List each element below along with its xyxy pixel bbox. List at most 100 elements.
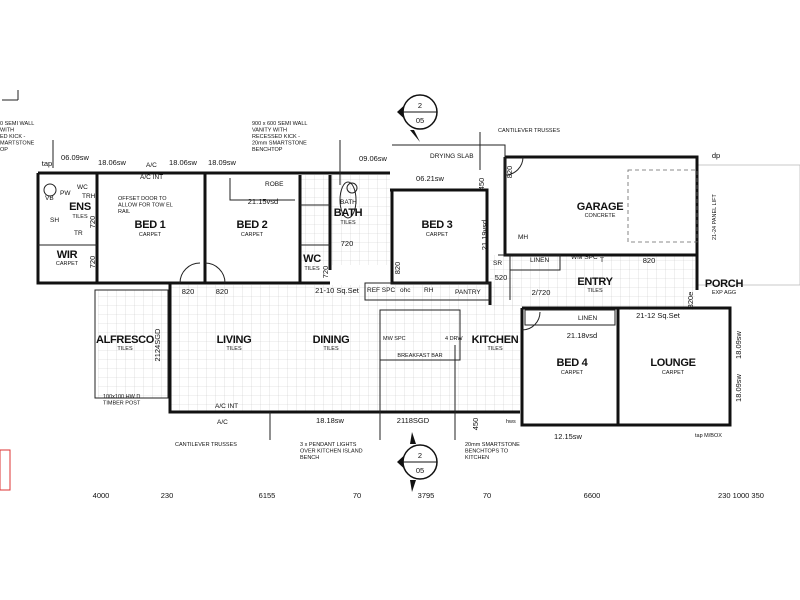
fixtures-t-label: T [600,257,604,264]
basin-icon [346,182,358,194]
room-ens: ENS [69,201,91,213]
room-alfresco: ALFRESCO [96,334,155,346]
dims-w9-label: 21-10 Sq.Set [315,286,360,295]
room-entry: ENTRY [577,276,613,288]
fixtures-pw-label: PW [60,190,71,197]
rooms-dining-sub-label: TILES [323,346,339,352]
room-living: LIVING [217,334,252,346]
dims-d720a-label: 720 [88,216,97,229]
rooms-lounge-sub-label: CARPET [662,370,685,376]
dims-w10-label: 2/720 [532,288,551,297]
room-bed3: BED 3 [422,219,453,231]
rooms-ens-sub-label: TILES [72,214,88,220]
room-bath: BATH [334,207,363,219]
dims-w3-label: 18.06sw [169,158,198,167]
dims-d820c-label: 820 [393,262,402,275]
rooms-living-sub-label: TILES [226,346,242,352]
room-garage: GARAGE [577,201,623,213]
fixtures-robe-label: ROBE [265,181,284,188]
room-bed2: BED 2 [237,219,268,231]
bathtub-icon [339,181,357,219]
dims-w1-label: 06.09sw [61,153,90,162]
rooms-garage-sub-label: CONCRETE [585,213,616,219]
bottom_dims-3-label: 70 [353,491,361,500]
dims-d720d-label: 720 [321,266,330,279]
fixtures-wc-label: WC [77,184,88,191]
rooms-bed3-sub-label: CARPET [426,232,449,238]
note-cantilever-top: CANTILEVER TRUSSES [498,128,560,134]
bottom_dims-2-label: 6155 [259,491,276,500]
fixtures-linen2-label: LINEN [578,315,597,322]
dims-w8-label: 21.19vsd [480,220,489,250]
room-dining: DINING [313,334,350,346]
rooms-bath-sub-label: TILES [340,220,356,226]
bottom_dims-0-label: 4000 [93,491,110,500]
section-marker-top: 2 05 [397,94,438,142]
fixture-labels: ROBE LINEN LINEN PANTRY REF SPC ohc RH W… [45,153,604,426]
notes-panel_lift-label: 21-24 PANEL LIFT [712,194,718,240]
dims-d520-label: 520 [495,273,508,282]
dims-d820f-label: 820e [686,292,695,309]
dims-w5-label: 21.15vsd [248,197,278,206]
note-cantilever-bottom: CANTILEVER TRUSSES [175,442,237,448]
fixtures-wm-label: WM SPC [571,254,598,261]
dims-w6-label: 09.06sw [359,154,388,163]
dims-w16-label: 2118SGD [397,416,430,425]
rooms-bed4-sub-label: CARPET [561,370,584,376]
fixtures-sr-label: SR [493,260,502,267]
fixtures-breakfast-label: BREAKFAST BAR [397,353,442,359]
dims-d820b-label: 820 [216,287,229,296]
fixtures-ac2-label: A/C [217,419,228,426]
fixtures-tr-label: TR [74,230,83,237]
fixtures-trh-label: TRH [82,193,96,200]
fixtures-linen-label: LINEN [530,257,549,264]
dims-w14-label: 18.09sw [734,373,743,402]
dims-dp-label: dp [712,151,720,160]
fixtures-pantry-label: PANTRY [455,289,481,296]
floor-tiles [98,175,695,412]
section_marker-bottom-label: 05 [416,466,424,475]
section_marker-bottom-label: 05 [416,116,424,125]
dims-tap-label: tap [42,159,52,168]
fixtures-drw-label: 4 DRW [445,336,463,342]
overall-dimensions: 4000 230 6155 70 3795 70 6600 230 1000 3… [93,491,764,500]
rooms-porch-sub-label: EXP AGG [712,290,736,296]
rooms-bed2-sub-label: CARPET [241,232,264,238]
basin-icon [43,183,57,197]
dimension-labels: 06.09sw 18.06sw 18.06sw 18.09sw 21.15vsd… [42,151,743,441]
room-porch: PORCH [705,278,744,290]
bottom_dims-7-label: 230 1000 350 [718,491,764,500]
dims-d450b-label: 450 [471,418,480,431]
rooms-entry-sub-label: TILES [587,288,603,294]
fixtures-vb-label: VB [45,195,54,202]
rooms-wir-sub-label: CARPET [56,261,79,267]
fixtures-drying-label: DRYING SLAB [430,153,474,160]
notes-meterbox-label: tap M/BOX [695,433,722,439]
fixtures-mh-label: MH [518,234,528,241]
dims-w7-label: 06.21sw [416,174,445,183]
fixtures-sh-label: SH [50,217,59,224]
fixtures-bath_tub-label: BATH [340,199,357,206]
dims-w13-label: 18.09sw [734,330,743,359]
red-marker [0,449,11,491]
dims-w17-label: 18.18sw [316,416,345,425]
bottom_dims-4-label: 3795 [418,491,435,500]
bottom_dims-1-label: 230 [161,491,174,500]
kitchen-island [379,309,461,361]
bottom_dims-5-label: 70 [483,491,491,500]
fixtures-ohc-label: ohc [400,287,411,294]
fixtures-ac_int2-label: A/C INT [215,403,238,410]
dims-d720c-label: 720 [341,239,354,248]
dims-w12-label: 21-12 Sq.Set [636,311,681,320]
section-marker-bottom: 2 05 [397,432,438,492]
room-bed1: BED 1 [135,219,166,231]
